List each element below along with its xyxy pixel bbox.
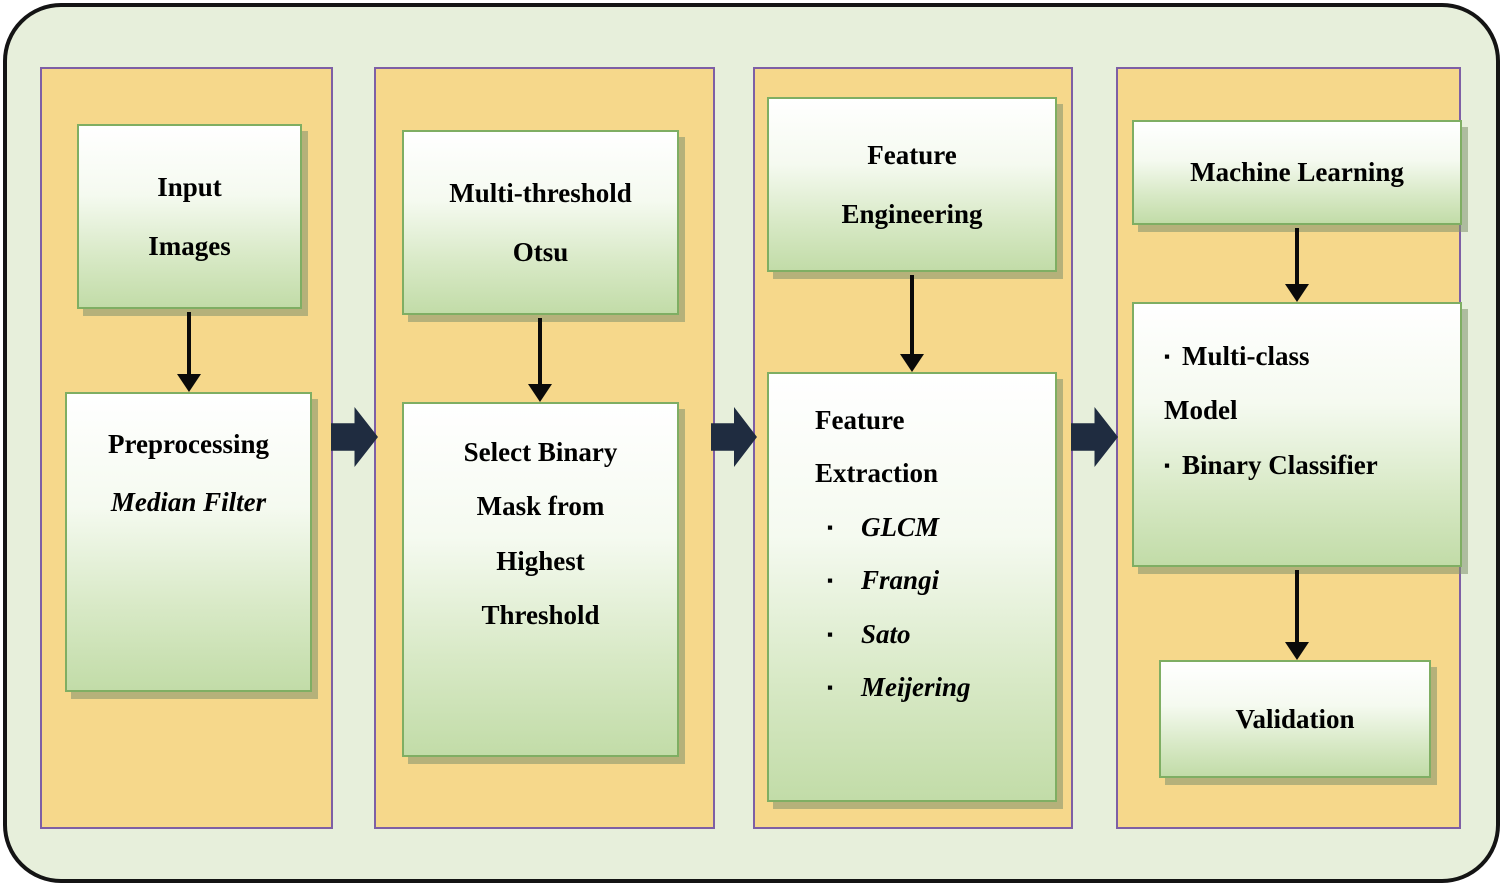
model-box: ▪ Multi-class Model ▪ Binary Classifier — [1132, 302, 1462, 567]
square-bullet-icon: ▪ — [827, 624, 834, 644]
feature-extraction-box: Feature Extraction ▪ GLCM ▪ Frangi ▪ Sat… — [767, 372, 1057, 802]
panel-preprocessing: Input Images Preprocessing Median Filter — [40, 67, 333, 829]
feature-extraction-item: ▪ GLCM — [827, 511, 939, 543]
arrow-down-icon — [177, 312, 201, 392]
otsu-line1: Multi-threshold — [449, 178, 632, 209]
mask-line2: Mask from — [476, 491, 605, 522]
square-bullet-icon: ▪ — [827, 677, 834, 697]
feature-extraction-item: ▪ Meijering — [827, 671, 971, 703]
arrow-down-icon — [1285, 228, 1309, 302]
feature-engineering-line1: Feature — [867, 140, 957, 171]
preprocessing-box: Preprocessing Median Filter — [65, 392, 312, 692]
square-bullet-icon: ▪ — [1164, 455, 1171, 475]
feature-sato-label: Sato — [861, 618, 911, 649]
feature-meijering-label: Meijering — [861, 671, 971, 702]
mask-line4: Threshold — [481, 600, 600, 631]
preprocessing-label: Preprocessing — [108, 429, 269, 459]
panel-thresholding: Multi-threshold Otsu Select Binary Mask … — [374, 67, 715, 829]
feature-frangi-label: Frangi — [861, 565, 940, 596]
multi-class-label: Multi-class — [1182, 341, 1310, 371]
machine-learning-label: Machine Learning — [1190, 157, 1404, 188]
otsu-line2: Otsu — [512, 236, 569, 267]
square-bullet-icon: ▪ — [1164, 347, 1171, 366]
square-bullet-icon: ▪ — [827, 571, 834, 591]
square-bullet-icon: ▪ — [827, 517, 834, 537]
validation-label: Validation — [1235, 703, 1355, 734]
model-item: ▪ Multi-class — [1164, 340, 1310, 372]
mask-line3: Highest — [496, 545, 585, 576]
feature-extraction-line1: Feature — [815, 405, 905, 435]
input-images-box: Input Images — [77, 124, 302, 309]
feature-glcm-label: GLCM — [861, 511, 940, 542]
mask-line1: Select Binary — [463, 437, 618, 467]
feature-engineering-box: Feature Engineering — [767, 97, 1057, 272]
arrow-down-icon — [528, 318, 552, 402]
panel-machine-learning: Machine Learning ▪ Multi-class Model ▪ B… — [1116, 67, 1462, 829]
model-label: Model — [1164, 395, 1238, 426]
input-images-line2: Images — [148, 230, 231, 261]
arrow-down-icon — [900, 275, 924, 372]
machine-learning-box: Machine Learning — [1132, 120, 1462, 225]
validation-box: Validation — [1159, 660, 1431, 778]
select-binary-mask-box: Select Binary Mask from Highest Threshol… — [402, 402, 679, 757]
median-filter-label: Median Filter — [110, 487, 267, 518]
multi-threshold-otsu-box: Multi-threshold Otsu — [402, 130, 679, 315]
input-images-line1: Input — [157, 172, 222, 203]
binary-classifier-label: Binary Classifier — [1182, 449, 1378, 480]
feature-extraction-line2: Extraction — [815, 458, 938, 489]
feature-extraction-item: ▪ Frangi — [827, 564, 939, 596]
model-item: ▪ Binary Classifier — [1164, 449, 1378, 481]
feature-engineering-line2: Engineering — [841, 198, 983, 229]
panel-feature-engineering: Feature Engineering Feature Extraction ▪… — [753, 67, 1073, 829]
arrow-down-icon — [1285, 570, 1309, 660]
feature-extraction-item: ▪ Sato — [827, 618, 911, 650]
